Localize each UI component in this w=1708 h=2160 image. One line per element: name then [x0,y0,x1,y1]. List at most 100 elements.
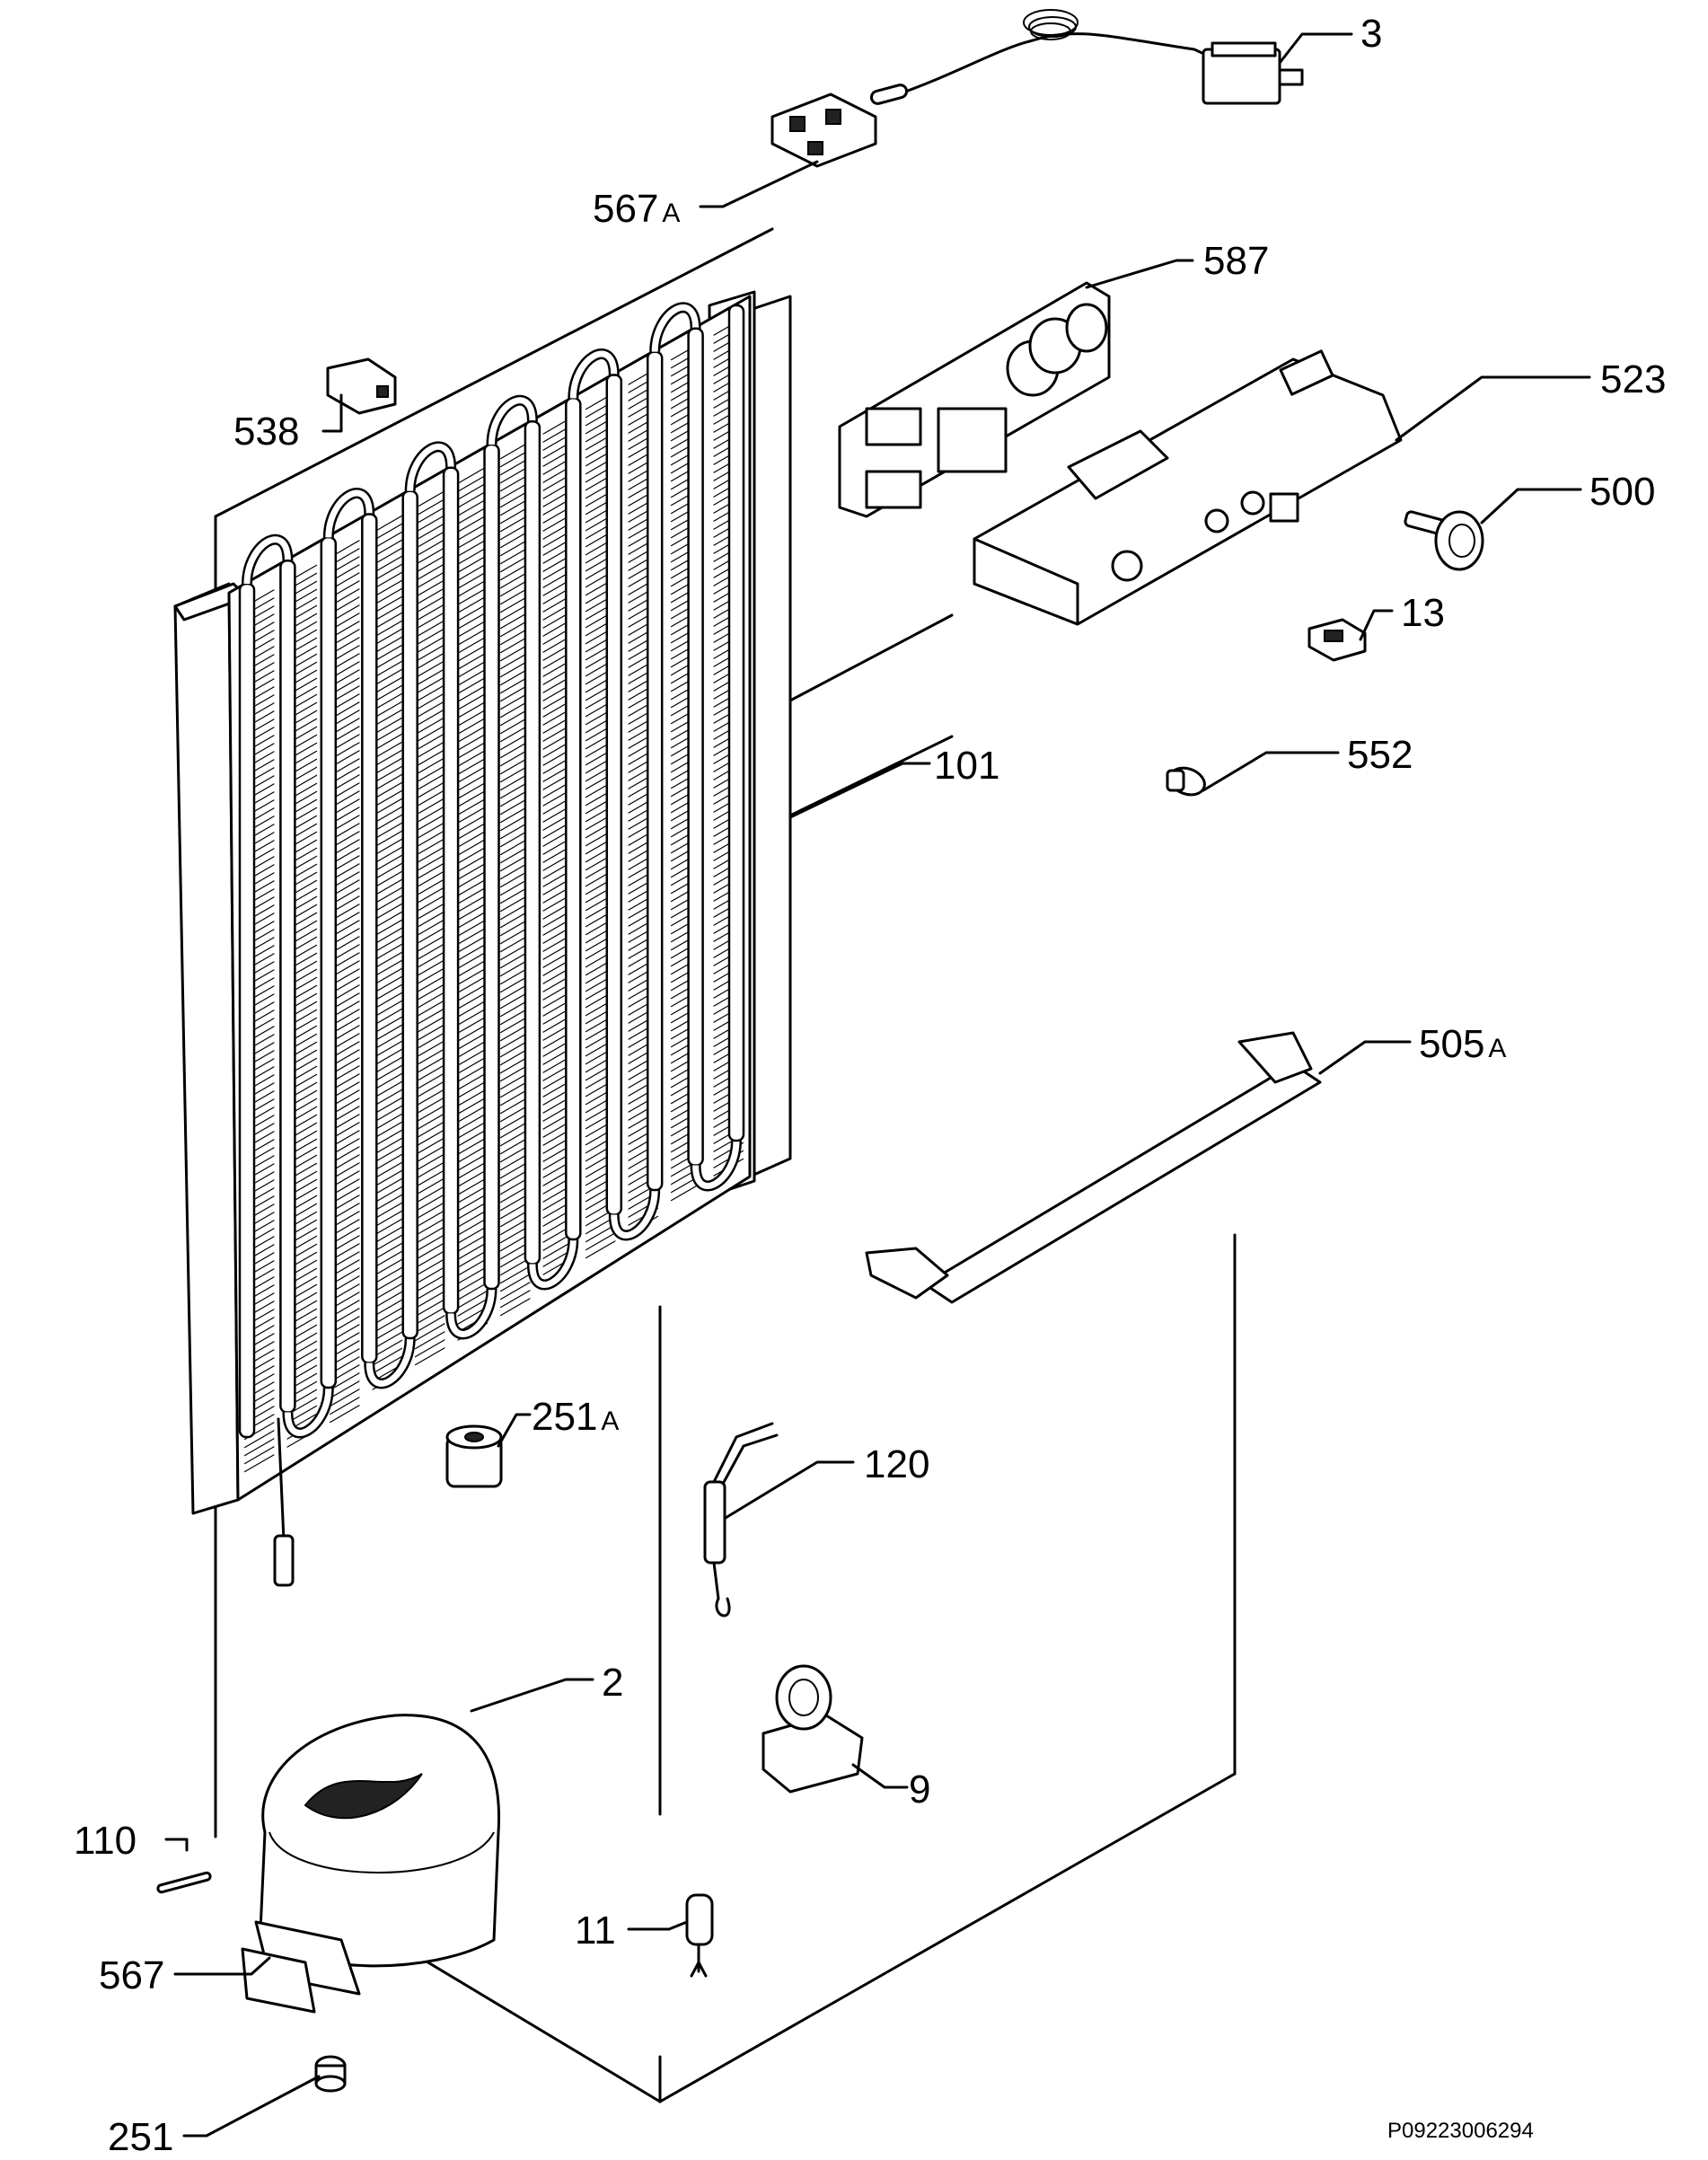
condenser-tube-bend [651,304,700,352]
condenser-fin-line [457,692,489,710]
condenser-fin-line [457,1039,489,1058]
condenser-fin-line [457,619,489,638]
condenser-fin-line [414,1121,445,1140]
condenser-fin-line [457,861,489,880]
condenser-fin-line [414,555,445,574]
condenser-fin-line [457,1193,489,1212]
condenser-fin-line [457,748,489,767]
condenser-tube [279,559,296,1414]
condenser-tube-bend [325,489,373,538]
condenser-fin-line [414,595,445,614]
condenser-fin-line [457,797,489,816]
condenser-fin-line [414,1056,445,1075]
condenser-fin-line [414,854,445,873]
condenser-fin-line [457,821,489,840]
condenser-fin-line [414,1283,445,1301]
condenser-fin-line [329,1389,360,1407]
condenser-fin-line [414,927,445,946]
condenser-fin-line [457,643,489,662]
condenser-fin-line [457,853,489,872]
condenser-fin-line [414,1153,445,1172]
condenser-fin-line [414,1339,445,1358]
condenser-fin-line [414,1008,445,1027]
condenser-fin-line [457,845,489,864]
condenser-fin-line [414,652,445,671]
condenser-fin-line [457,1096,489,1115]
condenser-tube-bend [284,1387,332,1436]
condenser-fin-line [457,837,489,856]
condenser-fin-line [457,1080,489,1098]
condenser-fin-line [414,498,445,517]
condenser-fin-line [243,1438,275,1457]
condenser-tube-bend [407,444,454,491]
condenser-fin-line [414,676,445,695]
condenser-fin-line [414,757,445,776]
condenser-fin-line [457,683,489,702]
condenser-fin-line [414,983,445,1002]
condenser-fin-line [414,539,445,558]
condenser-fin-line [414,951,445,970]
condenser-tube [727,304,745,1142]
condenser-fin-line [457,1128,489,1147]
condenser-fin-line [457,999,489,1018]
condenser-fin-line [457,611,489,630]
relay-part [762,1664,864,1794]
condenser-fin-line [499,1290,531,1309]
condenser-fin-line [457,942,489,961]
condenser-fin-line [414,701,445,719]
capacitor-part [685,1893,714,1978]
callout-3: 3 [1360,12,1382,56]
callout-567: 567 [99,1953,164,1997]
condenser-tube-bend [365,1337,414,1387]
leader-lines [164,32,1591,2138]
condenser-fin-line [457,1265,489,1284]
condenser-fin-line [414,741,445,760]
condenser-fin-line [457,1217,489,1236]
condenser-fin-line [457,578,489,597]
compressor-part [241,1714,501,2014]
condenser-fin-line [457,1152,489,1171]
condenser-fin-line [457,675,489,694]
bar-part [865,1031,1322,1304]
switch-part [1307,618,1367,662]
condenser-fin-line [414,992,445,1010]
condenser-fin-line [457,1055,489,1074]
condenser-tube [605,374,623,1216]
callout-500: 500 [1589,470,1655,514]
condenser-tube [361,513,378,1364]
condenser-fin-line [414,587,445,606]
condenser-fin-line [414,547,445,566]
condenser-fin-line [414,490,445,509]
condenser-fin-line [414,1016,445,1035]
condenser-fin-line [457,983,489,1001]
condenser-fin-line [457,1290,489,1309]
condenser-tube-bend [489,397,536,445]
condenser-fin-line [414,1080,445,1099]
condenser-fin-line [457,1007,489,1026]
condenser-fin-line [414,886,445,905]
condenser-fin-line [457,1144,489,1163]
condenser-fin-line [414,717,445,736]
condenser-fin-line [414,563,445,582]
condenser-fin-line [414,1161,445,1180]
condenser-fin-line [414,1307,445,1326]
condenser-fin-line [414,1299,445,1318]
condenser-fin-line [499,1298,531,1317]
clip-part [326,357,397,415]
callout-13: 13 [1401,591,1445,635]
condenser-fin-line [457,603,489,622]
condenser-fin-line [457,1201,489,1220]
condenser-fin-line [414,1064,445,1083]
condenser-fin-line [414,1177,445,1196]
callout-587: 587 [1203,239,1269,283]
callout-2: 2 [602,1661,623,1705]
condenser-fin-line [414,846,445,865]
condenser-fin-line [457,732,489,751]
condenser-fin-line [457,740,489,759]
condenser-fin-line [414,911,445,930]
condenser-fin-line [414,1323,445,1342]
condenser-fin-line [414,1347,445,1366]
condenser-fin-line [457,991,489,1009]
condenser-fin-line [457,1282,489,1300]
